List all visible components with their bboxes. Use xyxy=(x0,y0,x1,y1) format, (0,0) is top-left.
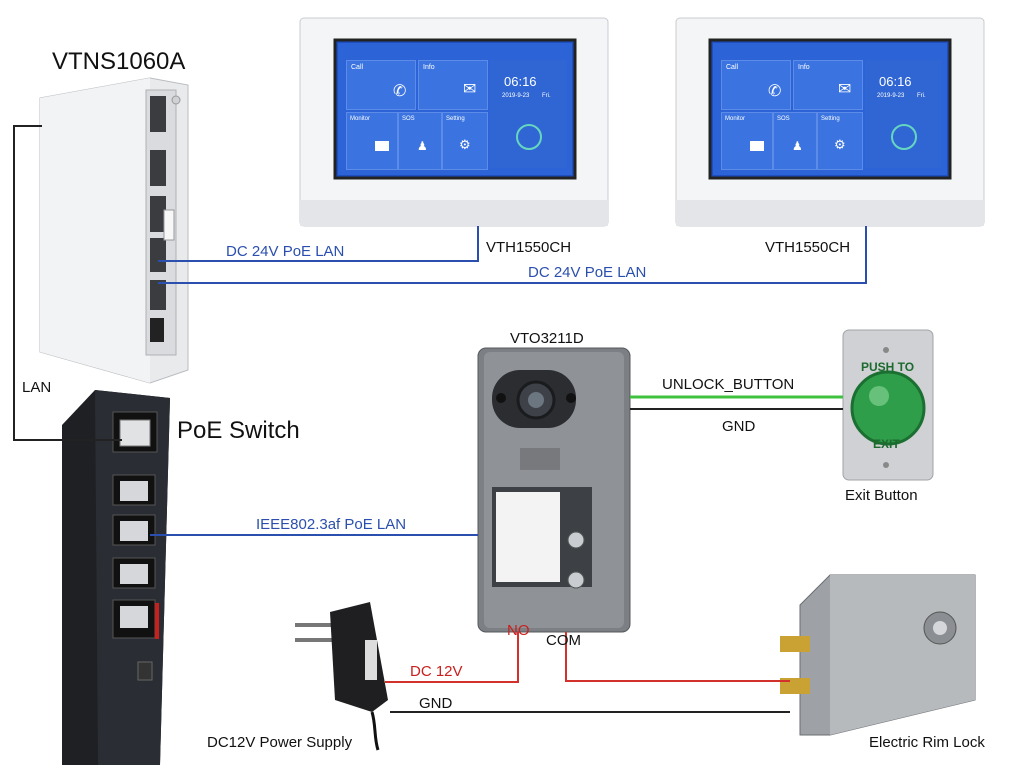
tile-call-label: Call xyxy=(726,64,739,71)
tile-call-label: Call xyxy=(351,64,364,71)
camera-icon xyxy=(750,141,764,151)
gnd-power-label: GND xyxy=(419,695,453,712)
tile-monitor-label: Monitor xyxy=(350,116,371,122)
vtns-title: VTNS1060A xyxy=(52,48,186,75)
clock-day: Fri. xyxy=(542,93,551,99)
tile-monitor-label: Monitor xyxy=(725,116,746,122)
gnd-button-label: GND xyxy=(722,418,756,435)
vto3211d-device xyxy=(477,347,631,633)
clock-date: 2019-9-23 xyxy=(502,93,530,99)
door-station-label: VTO3211D xyxy=(510,330,584,347)
phone-icon: ✆ xyxy=(393,83,407,100)
power-supply-device xyxy=(295,602,388,751)
rim-lock-label: Electric Rim Lock xyxy=(869,734,985,751)
rim-lock-device xyxy=(780,574,976,736)
clock-day: Fri. xyxy=(917,93,926,99)
clock-time: 06:16 xyxy=(879,74,912,89)
dc12v-label: DC 12V xyxy=(410,663,463,680)
exit-button-bottom-text: EXIT xyxy=(873,437,900,451)
poe-switch-title: PoE Switch xyxy=(177,417,300,444)
lan-wire xyxy=(13,125,122,441)
screen-right: Call ✆ Info ✉ 06:16 2019-9-23 Fri. Monit… xyxy=(715,46,947,174)
exit-button-top-text: PUSH TO xyxy=(861,360,915,374)
mail-icon: ✉ xyxy=(463,81,477,98)
clock-date: 2019-9-23 xyxy=(877,93,905,99)
com-label: COM xyxy=(546,632,581,649)
poe-lan-label-1: DC 24V PoE LAN xyxy=(226,243,345,260)
person-icon: ♟ xyxy=(417,139,428,153)
clock-time: 06:16 xyxy=(504,74,537,89)
monitor-left-label: VTH1550CH xyxy=(486,239,572,256)
com-wire xyxy=(565,632,790,682)
exit-button-label: Exit Button xyxy=(845,487,918,504)
gear-icon: ⚙ xyxy=(459,137,471,152)
person-icon: ♟ xyxy=(792,139,803,153)
power-supply-label: DC12V Power Supply xyxy=(207,734,353,751)
unlock-button-label: UNLOCK_BUTTON xyxy=(662,376,795,393)
poe-switch-device xyxy=(62,390,170,765)
poe-lan-label-2: DC 24V PoE LAN xyxy=(528,264,647,281)
tile-info-label: Info xyxy=(798,64,810,71)
poe-wire-2 xyxy=(158,226,867,284)
shield-icon xyxy=(516,124,542,150)
phone-icon: ✆ xyxy=(768,83,782,100)
monitor-right-label: VTH1550CH xyxy=(765,239,851,256)
screen-left: Call ✆ Info ✉ 06:16 2019-9-23 Fri. Monit… xyxy=(340,46,572,174)
tile-setting-label: Setting xyxy=(446,116,465,122)
vtns1060a-device xyxy=(39,77,189,384)
camera-icon xyxy=(375,141,389,151)
exit-button-device xyxy=(842,329,934,481)
mail-icon: ✉ xyxy=(838,81,852,98)
shield-icon xyxy=(891,124,917,150)
tile-info-label: Info xyxy=(423,64,435,71)
tile-sos-label: SOS xyxy=(777,116,790,122)
tile-setting-label: Setting xyxy=(821,116,840,122)
no-wire xyxy=(385,632,519,683)
lan-label: LAN xyxy=(22,379,52,396)
no-label: NO xyxy=(507,622,530,639)
tile-sos-label: SOS xyxy=(402,116,415,122)
ieee-poe-label: IEEE802.3af PoE LAN xyxy=(256,516,407,533)
gear-icon: ⚙ xyxy=(834,137,846,152)
poe-wire-1 xyxy=(158,226,479,262)
